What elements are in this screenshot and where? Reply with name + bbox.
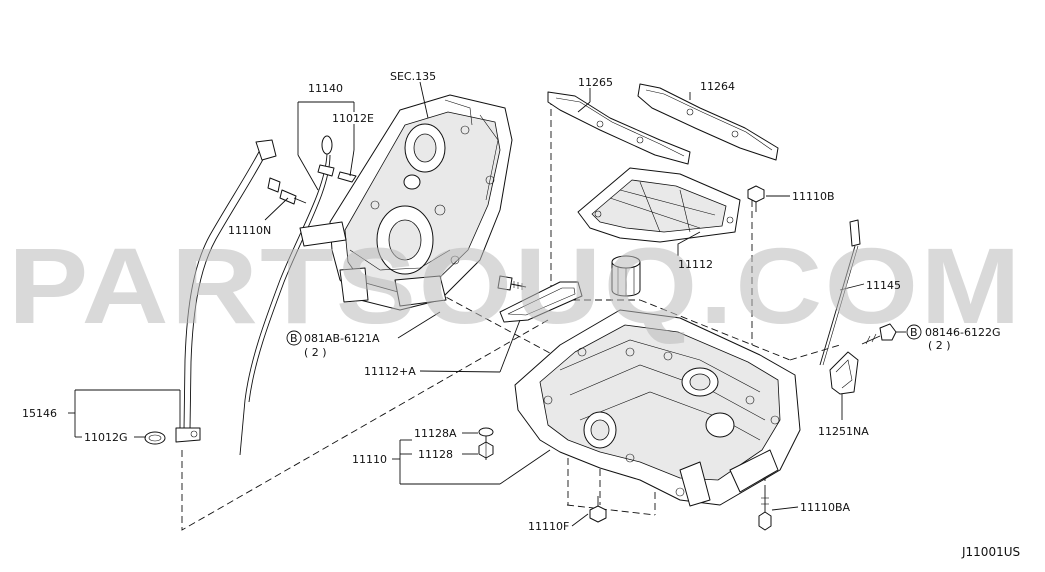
- label-11012g: 11012G: [84, 431, 128, 444]
- label-08146-code: 08146-6122G: [925, 326, 1000, 339]
- bolt-11110f: [589, 496, 607, 523]
- gasket-11264: [637, 83, 779, 161]
- oil-level-gauge: [239, 135, 357, 456]
- bolt-mark-text: B: [910, 326, 918, 339]
- label-11110f: 11110F: [528, 520, 569, 533]
- label-15146: 15146: [22, 407, 57, 420]
- label-11145: 11145: [866, 279, 901, 292]
- label-11264: 11264: [700, 80, 735, 93]
- label-11128a: 11128A: [414, 427, 457, 440]
- label-11110ba: 11110BA: [800, 501, 851, 514]
- label-11110: 11110: [352, 453, 387, 466]
- baffle-plate-11112: [577, 167, 741, 243]
- bolt-mark-icon: B: [906, 324, 922, 340]
- label-11128: 11128: [418, 448, 453, 461]
- dipstick-11145: [819, 219, 861, 366]
- label-11110b: 11110B: [792, 190, 835, 203]
- seal-11112a: [499, 281, 583, 323]
- label-08146-qty: ( 2 ): [928, 339, 951, 352]
- label-11110n: 11110N: [228, 224, 271, 237]
- diagram-id: J11001US: [961, 545, 1020, 559]
- drain-plug-11128: [478, 427, 494, 459]
- label-081ab-qty: ( 2 ): [304, 346, 327, 359]
- bolt-081ab-6121a: [497, 275, 527, 291]
- leader-lines: [68, 81, 906, 527]
- bolt-11110b: [747, 185, 765, 212]
- label-11112a: 11112+A: [364, 365, 416, 378]
- oil-strainer: [611, 255, 641, 297]
- bolt-11110ba: [758, 490, 772, 531]
- label-11012e: 11012E: [332, 112, 374, 125]
- bolt-mark-icon: B: [286, 330, 302, 346]
- part-labels: 11140 11012E 11110N SEC.135 11265 11264 …: [22, 70, 1020, 559]
- bolt-11110n: [279, 189, 307, 205]
- label-11112: 11112: [678, 258, 713, 271]
- bracket-11251na: [829, 351, 859, 395]
- timing-cover: [299, 94, 513, 311]
- label-11251na: 11251NA: [818, 425, 869, 438]
- bolt-mark-text: B: [290, 332, 298, 345]
- gasket-11265: [547, 91, 691, 165]
- oil-pan-11110: [514, 309, 801, 507]
- label-11265: 11265: [578, 76, 613, 89]
- label-11140: 11140: [308, 82, 343, 95]
- dipstick-guide-tube: [144, 139, 281, 445]
- label-sec135: SEC.135: [390, 70, 436, 83]
- bolt-08146-6122g: [861, 323, 897, 345]
- watermark-text: PARTSOUQ.COM: [8, 225, 1023, 346]
- label-081ab-code: 081AB-6121A: [304, 332, 380, 345]
